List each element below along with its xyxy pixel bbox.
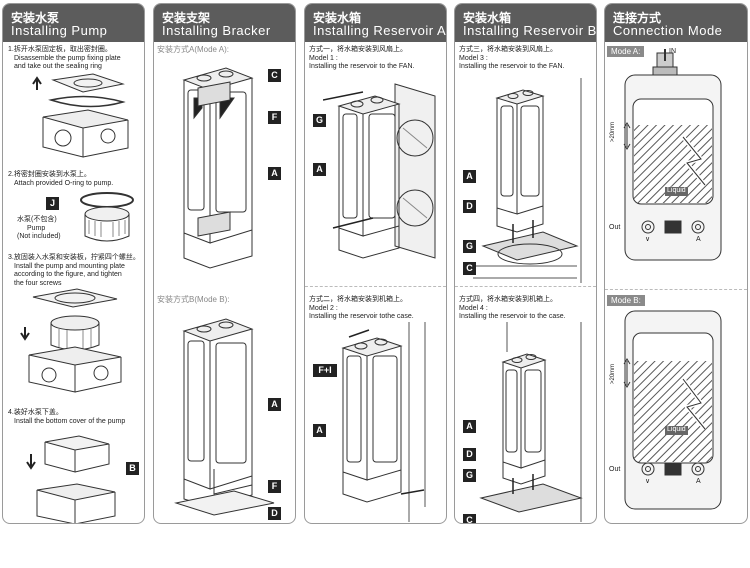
panel-installing-pump: 安装水泵 Installing Pump 1.拆开水泵固定板，取出密封圈。 Di… <box>2 3 145 524</box>
connection-mode-b-diagram <box>623 310 722 510</box>
label-f: F <box>268 111 281 124</box>
bracket-mode-b-label: 安装方式B(Mode B): <box>157 295 230 304</box>
reservoir-on-fan-illustration <box>473 78 582 283</box>
reservoir-on-case-illustration <box>341 322 426 522</box>
port-a-label-a: A <box>696 236 701 243</box>
section-divider <box>305 286 446 287</box>
min-level-label-b: >20mm <box>610 363 616 384</box>
pump-mounting-illustration <box>20 288 122 393</box>
label-a: A <box>268 398 281 411</box>
panel-title-cn: 安装支架 <box>162 11 211 25</box>
panel-title-en: Installing Reservoir B <box>463 23 597 38</box>
port-a-label-b: A <box>696 478 701 485</box>
model-2-text: 方式二，将水箱安装到机箱上。 Model 2 : Installing the … <box>309 296 414 320</box>
bracket-mode-b-illustration <box>174 318 275 516</box>
reservoir-on-fan-illustration <box>323 83 436 259</box>
outlet-label-b: Out <box>609 466 621 473</box>
label-f-plus-i: F+I <box>313 364 337 377</box>
label-a: A <box>463 420 476 433</box>
port-v-label-b: ∨ <box>645 478 651 485</box>
panel-header: 安装水箱 Installing Reservoir B <box>455 4 596 42</box>
model-3-text: 方式三，将水箱安装到风扇上。 Model 3 : Installing the … <box>459 46 565 70</box>
port-v-label-a: ∨ <box>645 236 651 243</box>
step-3-text: 3.放固装入水泵和安装板，拧紧四个螺丝。 Install the pump an… <box>8 254 140 287</box>
label-c: C <box>463 262 476 275</box>
min-level-label-a: >20mm <box>610 121 616 142</box>
step-1-text: 1.拆开水泵固定板，取出密封圈。 Disassemble the pump fi… <box>8 46 121 70</box>
reservoir-on-case-illustration <box>479 322 583 522</box>
pump-bottom-cover-illustration <box>26 435 116 523</box>
label-a: A <box>268 167 281 180</box>
panel-title-en: Installing Bracker <box>162 23 271 38</box>
panel-header: 安装水泵 Installing Pump <box>3 4 144 42</box>
panel-installing-reservoir-a: 安装水箱 Installing Reservoir A 方式一，将水箱安装到风扇… <box>304 3 447 524</box>
label-b: B <box>126 462 139 475</box>
label-d: D <box>268 507 281 520</box>
mode-a-tag: Mode A: <box>607 46 645 57</box>
bracket-mode-a-illustration <box>182 67 254 269</box>
label-a: A <box>463 170 476 183</box>
connection-mode-a-diagram <box>623 49 722 261</box>
panel-header: 连接方式 Connection Mode <box>605 4 747 42</box>
panel-title-cn: 安装水箱 <box>463 11 512 25</box>
label-g: G <box>463 469 476 482</box>
section-divider <box>605 289 747 290</box>
outlet-label-a: Out <box>609 224 621 231</box>
liquid-label-b: Liquid <box>665 426 688 435</box>
panel-title-en: Installing Reservoir A <box>313 23 447 38</box>
label-a: A <box>313 424 326 437</box>
panel-title-cn: 安装水泵 <box>11 11 60 25</box>
panel-title-en: Installing Pump <box>11 23 108 38</box>
pump-caption: 水泵(不包含) Pump (Not included) <box>17 216 61 240</box>
panel-title-cn: 安装水箱 <box>313 11 362 25</box>
step-2-text: 2.将密封圈安装到水泵上。 Attach provided O-ring to … <box>8 171 114 187</box>
label-c: C <box>268 69 281 82</box>
label-d: D <box>463 448 476 461</box>
label-j: J <box>46 197 59 210</box>
panel-installing-reservoir-b: 安装水箱 Installing Reservoir B 方式三，将水箱安装到风扇… <box>454 3 597 524</box>
model-4-text: 方式四，将水箱安装到机箱上。 Model 4 : Installing the … <box>459 296 566 320</box>
label-a: A <box>313 163 326 176</box>
model-1-text: 方式一，将水箱安装到风扇上。 Model 1 : Installing the … <box>309 46 415 70</box>
panel-header: 安装水箱 Installing Reservoir A <box>305 4 446 42</box>
panel-connection-mode: 连接方式 Connection Mode Mode A: IN >20mm Li… <box>604 3 748 524</box>
panel-title-en: Connection Mode <box>613 23 723 38</box>
inlet-label: IN <box>669 48 676 55</box>
label-c: C <box>463 514 476 523</box>
label-f: F <box>268 480 281 493</box>
panel-header: 安装支架 Installing Bracker <box>154 4 295 42</box>
pump-disassembly-illustration <box>32 73 129 158</box>
panel-installing-bracket: 安装支架 Installing Bracker 安装方式A(Mode A): C… <box>153 3 296 524</box>
panel-title-cn: 连接方式 <box>613 11 662 25</box>
section-divider <box>455 286 596 287</box>
liquid-label-a: Liquid <box>665 187 688 196</box>
label-g: G <box>463 240 476 253</box>
o-ring-pump-illustration <box>80 192 134 242</box>
bracket-mode-a-label: 安装方式A(Mode A): <box>157 45 230 54</box>
label-g: G <box>313 114 326 127</box>
mode-b-tag: Mode B: <box>607 295 645 306</box>
label-d: D <box>463 200 476 213</box>
step-4-text: 4.装好水泵下盖。 Install the bottom cover of th… <box>8 409 126 425</box>
